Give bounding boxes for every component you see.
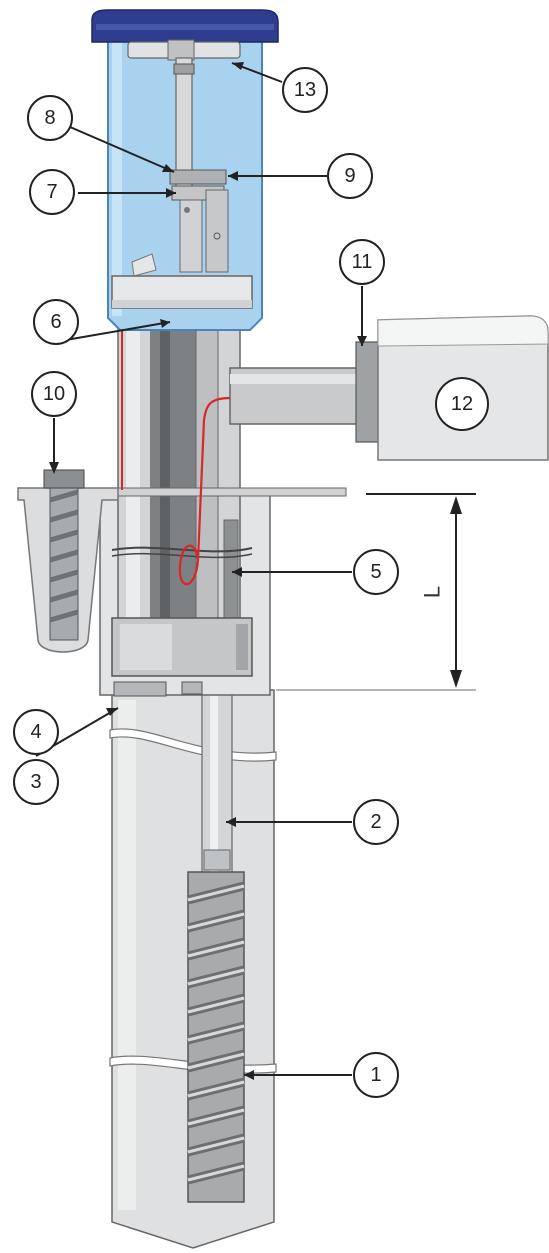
callout-7: 7	[29, 169, 75, 215]
internal-wiring	[121, 330, 380, 586]
callout-6: 6	[33, 299, 79, 345]
callout-1: 1	[353, 1052, 399, 1098]
callout-11-label: 11	[352, 251, 373, 273]
callout-2-label: 2	[370, 811, 381, 833]
callout-3: 3	[13, 759, 59, 805]
side-conduit	[229, 341, 379, 443]
callout-12-label: 12	[451, 393, 473, 415]
callout-12: 12	[435, 377, 489, 431]
callout-3-label: 3	[30, 771, 41, 793]
callout-1-label: 1	[370, 1064, 381, 1086]
callout-7-label: 7	[46, 181, 57, 203]
callout-5: 5	[353, 549, 399, 595]
callout-6-label: 6	[50, 311, 61, 333]
callout-10: 10	[31, 371, 77, 417]
leader-arrowheads	[49, 62, 367, 1080]
callout-9-label: 9	[344, 165, 355, 187]
callout-11: 11	[339, 239, 385, 285]
callout-8-label: 8	[44, 107, 55, 129]
dimension-l: L	[276, 493, 476, 691]
callout-9: 9	[327, 153, 373, 199]
callout-4-label: 4	[30, 721, 41, 743]
dimension-label: L	[420, 586, 445, 598]
callouts: 13 8 7 9 11 6 10 12 5 4 3 2 1	[13, 67, 489, 1098]
callout-4: 4	[13, 709, 59, 755]
callout-8: 8	[27, 95, 73, 141]
mounting-bracket	[17, 469, 119, 653]
callout-13: 13	[282, 67, 328, 113]
helical-element	[186, 871, 246, 1203]
callout-13-label: 13	[294, 79, 316, 101]
callout-10-label: 10	[43, 383, 65, 405]
callout-5-label: 5	[370, 561, 381, 583]
transparent-cover	[91, 9, 279, 331]
callout-2: 2	[353, 799, 399, 845]
